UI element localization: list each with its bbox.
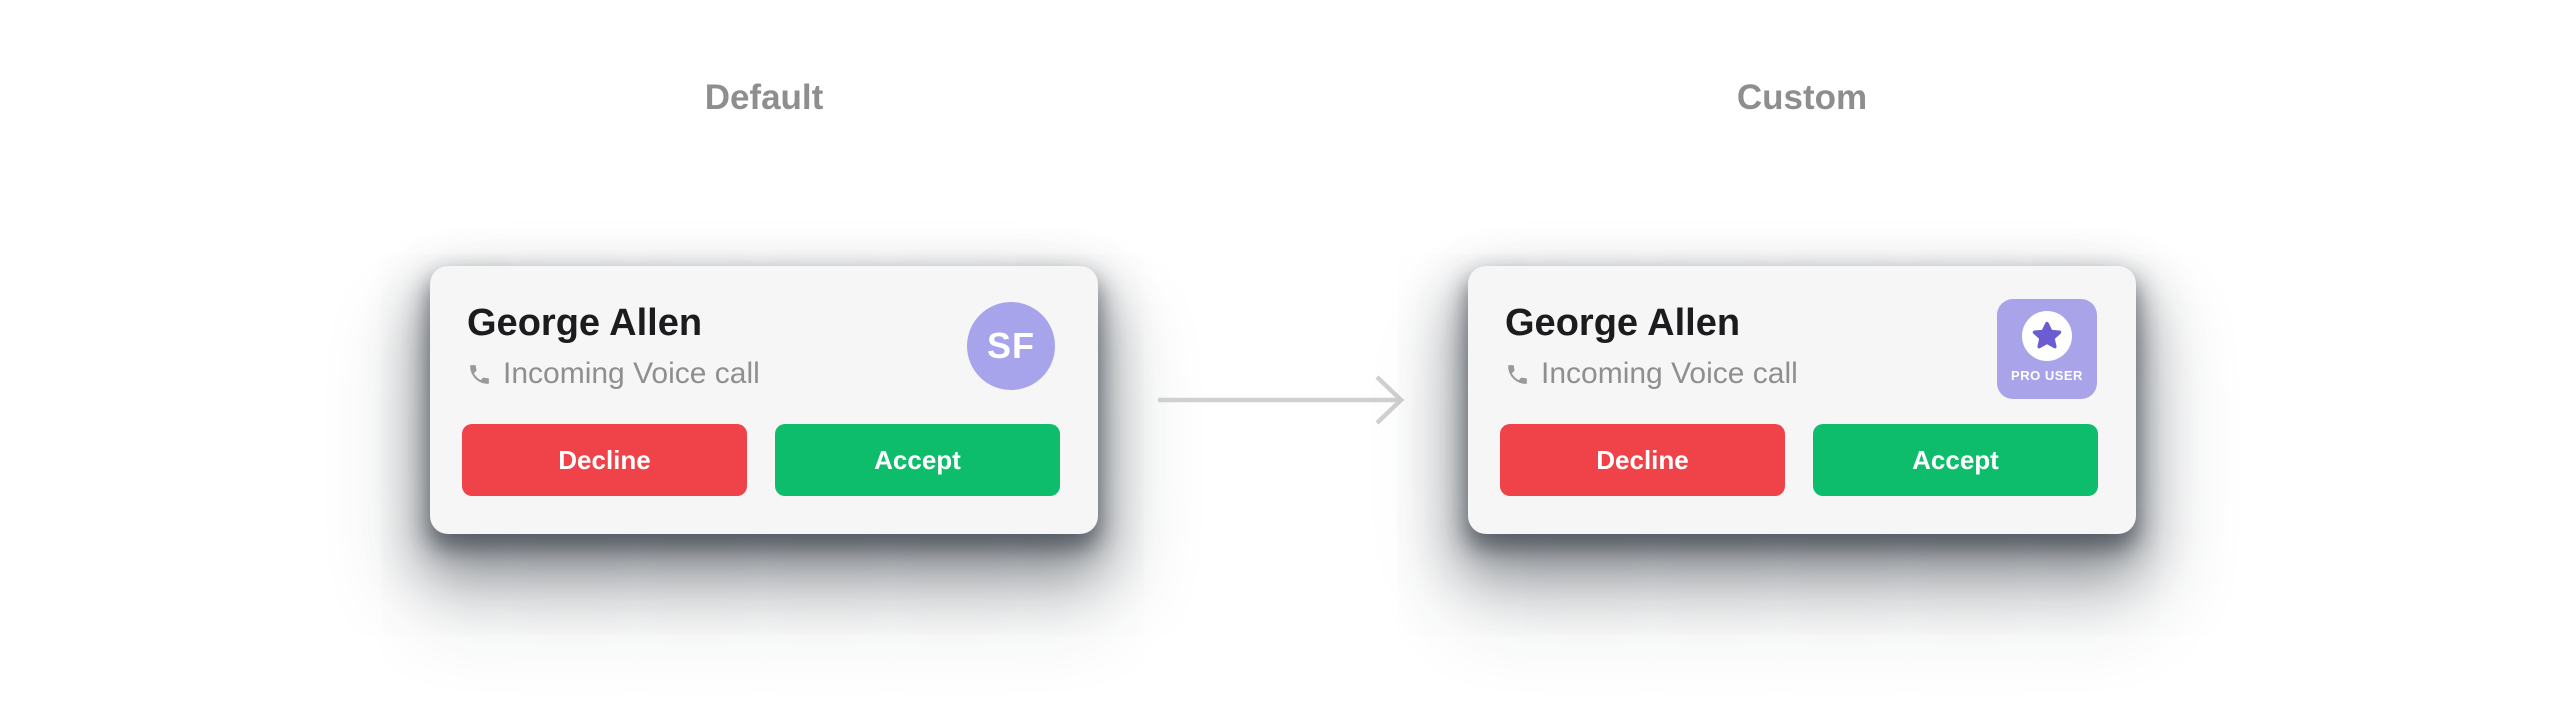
decline-button[interactable]: Decline: [1500, 424, 1785, 496]
call-status-text: Incoming Voice call: [503, 357, 760, 390]
call-action-buttons: Decline Accept: [462, 424, 1060, 496]
caller-name: George Allen: [467, 302, 703, 344]
caller-name: George Allen: [1505, 302, 1741, 344]
arrow-right-icon: [1158, 375, 1405, 425]
call-status-row: Incoming Voice call: [1505, 356, 1798, 392]
avatar-initials: SF: [986, 325, 1035, 366]
incoming-call-card-default: George Allen Incoming Voice call SF Decl…: [430, 266, 1098, 534]
decline-button[interactable]: Decline: [462, 424, 747, 496]
phone-handset-icon: [1508, 364, 1527, 384]
call-status-row: Incoming Voice call: [467, 356, 760, 392]
avatar: SF: [967, 302, 1055, 390]
section-label-default: Default: [704, 78, 824, 117]
incoming-call-card-custom: George Allen Incoming Voice call PRO USE…: [1468, 266, 2136, 534]
section-label-custom: Custom: [1736, 78, 1868, 117]
call-action-buttons: Decline Accept: [1500, 424, 2098, 496]
call-status-text: Incoming Voice call: [1541, 357, 1798, 390]
pro-user-badge: PRO USER: [1997, 299, 2097, 399]
phone-handset-icon: [470, 364, 489, 384]
badge-circle: [2022, 311, 2072, 361]
accept-button[interactable]: Accept: [1813, 424, 2098, 496]
accept-button[interactable]: Accept: [775, 424, 1060, 496]
star-icon: [2032, 321, 2062, 349]
badge-label: PRO USER: [2011, 368, 2083, 383]
